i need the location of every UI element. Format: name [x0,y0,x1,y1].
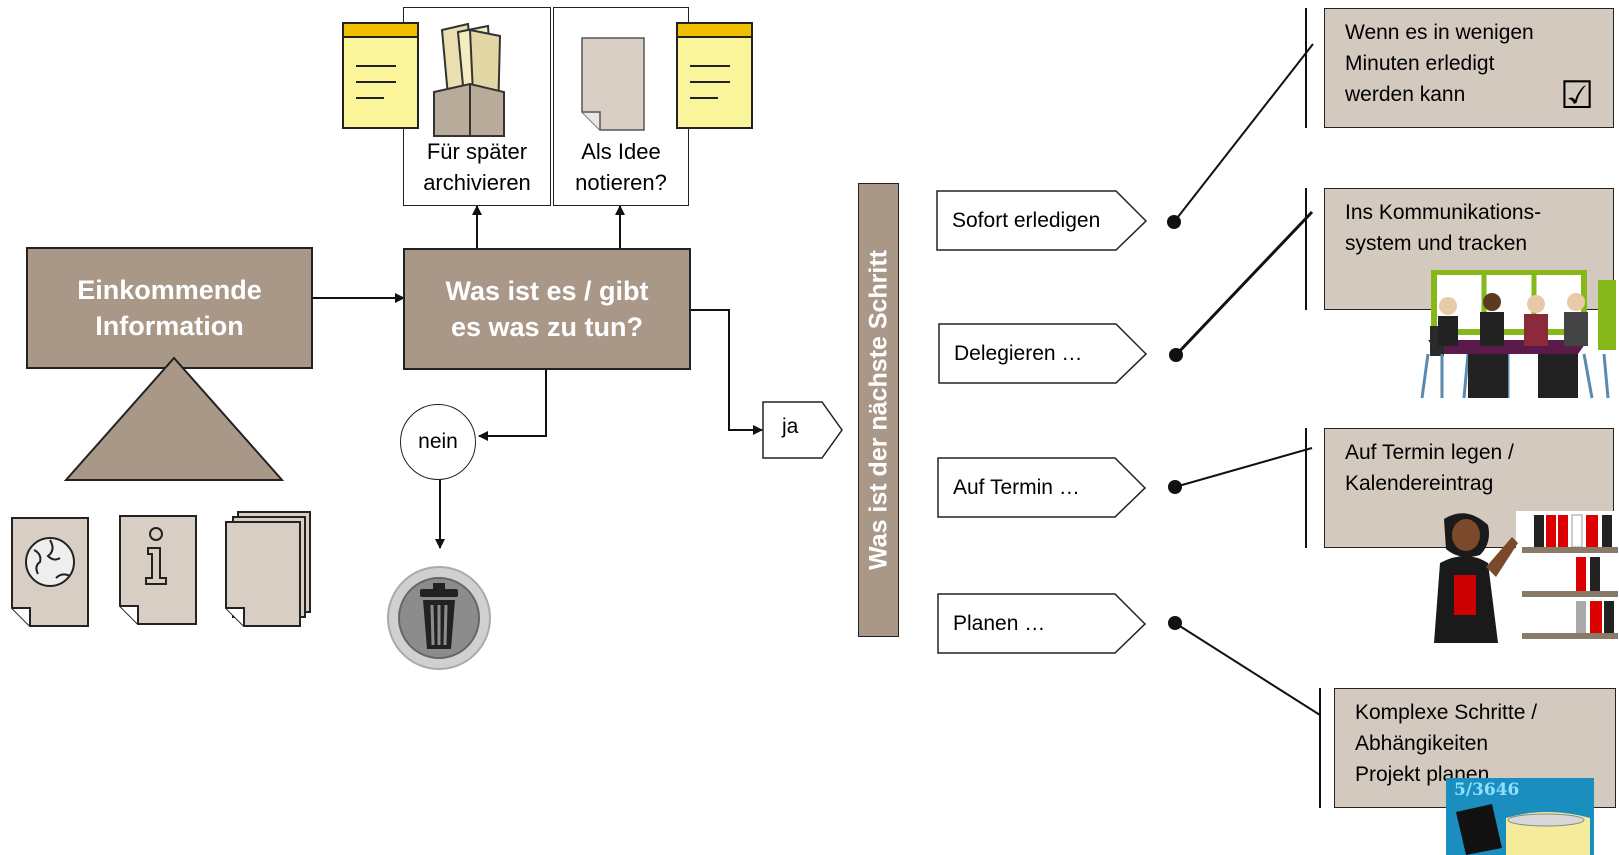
idea-label: Als Idee notieren? [553,136,689,198]
sticky-note-icon-left [342,22,419,129]
yes-tag [762,401,843,459]
option-delegieren-label: Delegieren … [954,342,1083,365]
dot-delegieren [1169,348,1183,362]
option-termin-label: Auf Termin … [953,476,1080,499]
next-step-text: Was ist der nächste Schritt [864,250,892,570]
no-label: nein [418,430,458,453]
question-label: Was ist es / gibt es was zu tun? [445,276,649,342]
checkbox-checked-icon: ☑ [1560,75,1595,117]
stacked-documents-icon [225,511,311,627]
project-planning-clipart: 5/3646 [1446,778,1594,855]
question-box: Was ist es / gibt es was zu tun? [403,248,691,370]
archive-folders-icon [433,22,505,137]
option-tag-planen [937,593,1147,654]
archive-text: Für später archivieren [423,139,531,195]
result-box-sofort: Wenn es in wenigen Minuten erledigt werd… [1324,8,1614,128]
result-planen-line-1: Komplexe Schritte / [1355,701,1538,724]
arrow-to-yes [689,309,763,435]
no-circle: nein [400,404,476,480]
dot-planen [1168,616,1182,630]
idea-text: Als Idee notieren? [575,139,667,195]
incoming-label: Einkommende Information [77,275,262,341]
line-planen [1174,622,1321,716]
line-delegieren [1174,210,1314,357]
option-tag-sofort [936,190,1148,251]
result-delegieren-line-2: system und tracken [1345,232,1528,255]
result-sofort-line-1: Wenn es in wenigen [1345,21,1534,44]
result-sofort-line-3: werden kann [1345,83,1466,106]
option-tag-delegieren [938,323,1148,384]
sticky-note-icon-right [676,22,753,129]
globe-document-icon [11,517,89,627]
blank-page-icon [581,37,645,131]
result-planen-line-2: Abhängikeiten [1355,732,1489,755]
clipart-number-text: 5/3646 [1454,780,1520,800]
option-planen-label: Planen … [953,612,1046,635]
next-step-header: Was ist der nächste Schritt [858,183,899,637]
yes-label: ja [782,415,799,438]
incoming-information-box: Einkommende Information [26,247,313,369]
triangle-shape [64,356,284,481]
trash-icon [387,566,491,670]
option-tag-termin [937,457,1147,518]
woman-bookshelf-icon [1434,511,1618,645]
result-termin-line-2: Kalendereintrag [1345,472,1494,495]
dot-sofort [1167,215,1181,229]
result-sofort-line-2: Minuten erledigt [1345,52,1495,75]
dot-termin [1168,480,1182,494]
option-sofort-label: Sofort erledigen [952,209,1101,232]
info-document-icon [119,515,197,625]
line-sofort [1173,43,1314,223]
archive-label: Für später archivieren [403,136,551,198]
result-termin-line-1: Auf Termin legen / [1345,441,1514,464]
line-termin [1174,447,1313,488]
result-delegieren-line-1: Ins Kommunikations- [1345,201,1542,224]
meeting-people-icon [1420,270,1616,399]
arrow-to-no [478,370,547,441]
clipart-shapes [1456,804,1590,855]
